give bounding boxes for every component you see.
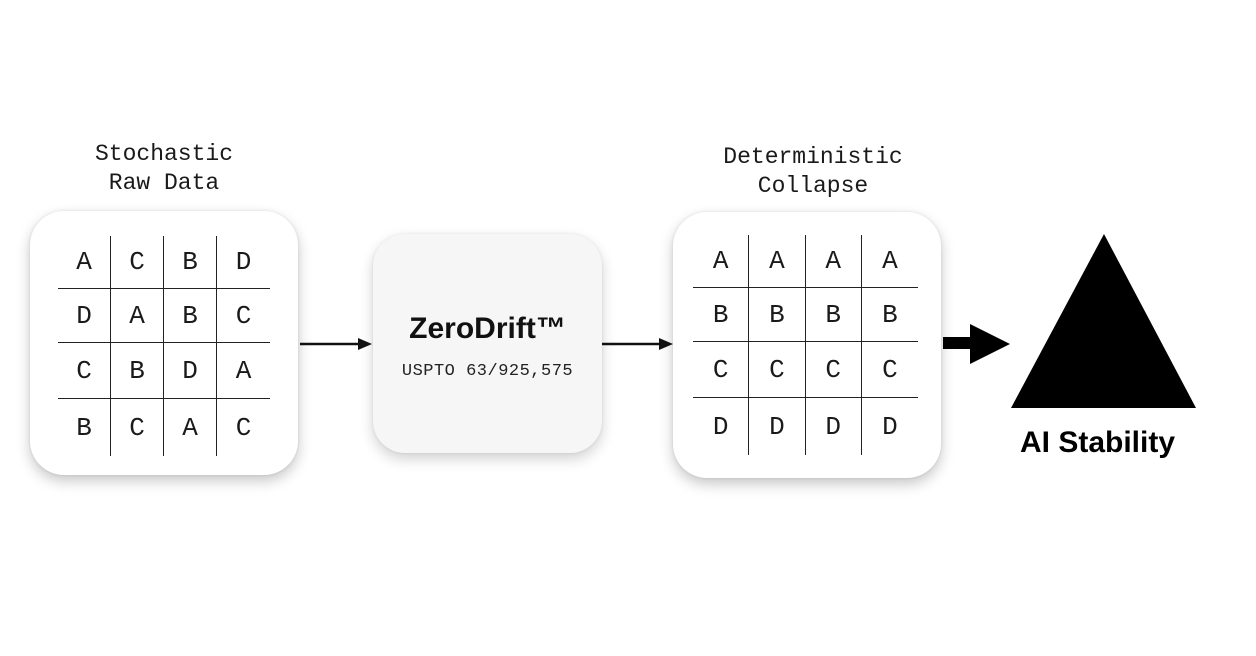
process-title: ZeroDrift™ (409, 312, 566, 345)
grid-cell: B (749, 288, 806, 342)
ai-stability-label: AI Stability (1020, 426, 1176, 459)
grid-cell: B (111, 343, 164, 399)
grid-cell: C (235, 412, 252, 443)
grid-cell: B (805, 288, 862, 342)
arrow-process-to-output-icon (602, 338, 673, 350)
arrow-input-to-process-icon (300, 338, 372, 350)
grid-cell: D (749, 398, 806, 455)
triangle-icon (1011, 234, 1196, 408)
grid-cell: A (164, 399, 217, 456)
grid-cell: D (58, 289, 111, 343)
grid-cell: C (111, 399, 164, 456)
grid-cell: C (111, 236, 164, 289)
zerodrift-process-card: ZeroDrift™ USPTO 63/925,575 (373, 234, 602, 453)
grid-cell: A (861, 235, 918, 288)
grid-cell: C (217, 289, 270, 343)
deterministic-collapse-card: A A A A B B B B C C C C D D D D (673, 212, 941, 478)
grid-cell: B (164, 289, 217, 343)
grid-cell: B (58, 399, 111, 456)
grid-cell: C (805, 342, 862, 398)
grid-cell: A (217, 343, 270, 399)
grid-cell: C (58, 343, 111, 399)
grid-cell: C (749, 342, 806, 398)
stochastic-data-card: A C B D D A B C C B D A B C A C (30, 211, 298, 475)
grid-cell: D (693, 398, 750, 455)
grid-cell: A (805, 235, 862, 288)
stochastic-data-grid: A C B D D A B C C B D A B C A C (58, 236, 270, 456)
output-caption-line2: Collapse (757, 173, 869, 199)
patent-number: USPTO 63/925,575 (401, 362, 574, 381)
grid-cell: B (164, 236, 217, 289)
grid-cell: D (164, 343, 217, 399)
grid-cell: B (861, 288, 918, 342)
grid-cell: D (806, 398, 862, 455)
input-caption-line1: Stochastic (94, 141, 234, 167)
output-caption: Deterministic Collapse (703, 143, 923, 201)
output-caption-line1: Deterministic (723, 144, 903, 170)
deterministic-collapse-grid: A A A A B B B B C C C C D D D D (693, 235, 918, 455)
input-caption: Stochastic Raw Data (84, 140, 244, 198)
grid-cell: C (861, 342, 918, 398)
grid-cell: A (693, 235, 750, 288)
grid-cell: A (58, 236, 111, 289)
grid-cell: C (693, 342, 750, 398)
grid-cell: D (882, 411, 898, 442)
grid-cell: A (749, 235, 806, 288)
grid-cell: B (693, 288, 750, 342)
grid-cell: A (111, 289, 164, 343)
grid-cell: D (217, 236, 270, 289)
arrow-output-to-result-icon (943, 324, 1010, 364)
input-caption-line2: Raw Data (108, 170, 220, 196)
